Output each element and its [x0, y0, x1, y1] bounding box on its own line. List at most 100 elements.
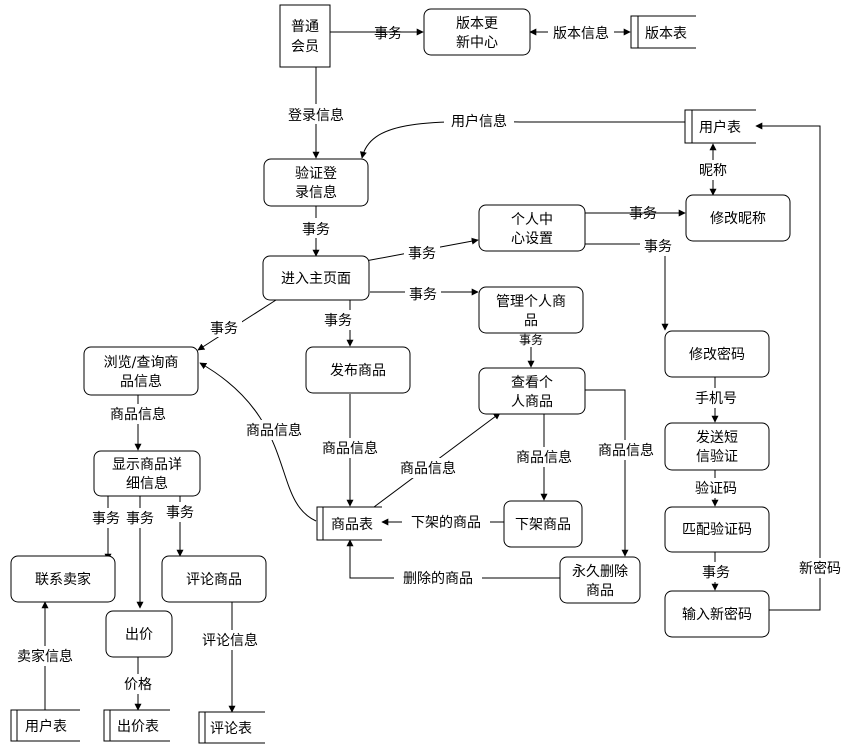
label-nickname: 昵称	[699, 163, 727, 179]
label-goods-info-back: 商品信息	[246, 422, 302, 439]
process-show-detail-line-2: 细信息	[126, 475, 168, 492]
process-view-goods[interactable]: 查看个 人商品	[478, 367, 586, 415]
label-phone: 手机号	[695, 391, 737, 407]
process-main-page-label: 进入主页面	[281, 271, 351, 287]
label-new-password: 新密码	[799, 560, 841, 577]
process-delete-forever[interactable]: 永久删除 商品	[559, 556, 641, 604]
store-goods-table: 商品表	[316, 506, 382, 541]
process-change-pwd[interactable]: 修改密码	[664, 330, 770, 378]
process-browse-goods-line-2: 品信息	[120, 373, 162, 390]
label-personal-to-pwd: 事务	[644, 239, 672, 255]
process-manage-goods[interactable]: 管理个人商 品	[478, 286, 584, 334]
process-publish-goods-label: 发布商品	[330, 363, 386, 379]
store-bid-table: 出价表	[103, 709, 170, 742]
entity-member: 普通 会员	[279, 4, 331, 68]
process-view-goods-line-1: 查看个	[511, 375, 553, 391]
label-member-to-version: 事务	[374, 26, 402, 42]
process-send-sms[interactable]: 发送短 信验证	[664, 422, 770, 471]
process-manage-goods-line-2: 品	[524, 313, 538, 329]
process-new-pwd[interactable]: 输入新密码	[664, 590, 770, 638]
process-comment-goods[interactable]: 评论商品	[161, 555, 267, 603]
process-comment-goods-label: 评论商品	[186, 572, 242, 588]
process-personal-center-line-2: 心设置	[511, 231, 553, 247]
process-personal-center-line-1: 个人中	[511, 212, 553, 228]
label-detail-tx-1: 事务	[92, 511, 120, 527]
process-publish-goods[interactable]: 发布商品	[305, 346, 411, 394]
flow-personal-pwd	[585, 243, 669, 331]
label-browse-goods-info: 商品信息	[110, 406, 166, 423]
process-manage-goods-line-1: 管理个人商	[496, 294, 566, 310]
flow-labels: 事务 版本信息 登录信息 用户信息 昵称 事务 事务 事务 事务 事务 事务 事…	[10, 22, 848, 694]
label-version-info: 版本信息	[553, 25, 609, 42]
flow-new-user	[755, 122, 821, 611]
label-login-info: 登录信息	[288, 107, 344, 124]
label-code: 验证码	[695, 481, 737, 497]
process-verify-login[interactable]: 验证登 录信息	[263, 158, 369, 207]
process-contact-seller-label: 联系卖家	[35, 571, 91, 588]
process-offshelf-label: 下架商品	[515, 517, 571, 533]
process-browse-goods[interactable]: 浏览/查询商 品信息	[83, 346, 199, 396]
label-personal-to-nickname: 事务	[629, 206, 657, 222]
process-change-pwd-label: 修改密码	[689, 346, 745, 363]
process-version-center-line-1: 版本更	[456, 16, 498, 32]
label-verify-to-main: 事务	[302, 222, 330, 238]
process-nickname-edit[interactable]: 修改昵称	[685, 194, 791, 242]
label-seller-info: 卖家信息	[17, 648, 73, 665]
label-detail-tx-2: 事务	[126, 511, 154, 527]
label-view-goods-info-up: 商品信息	[400, 460, 456, 477]
store-comment-table: 评论表	[198, 711, 265, 744]
process-browse-goods-line-1: 浏览/查询商	[104, 355, 179, 371]
flows	[41, 28, 821, 713]
process-delete-forever-line-1: 永久删除	[572, 564, 628, 580]
process-version-center[interactable]: 版本更 新中心	[423, 8, 531, 56]
label-manage-to-view: 事务	[519, 332, 543, 347]
process-view-goods-line-2: 人商品	[511, 394, 553, 410]
process-personal-center[interactable]: 个人中 心设置	[478, 204, 586, 252]
label-publish-goods-info: 商品信息	[322, 440, 378, 457]
store-version-table: 版本表	[630, 15, 696, 49]
store-user-table-bottom-label: 用户表	[25, 718, 67, 735]
label-deleted-goods: 删除的商品	[403, 571, 473, 587]
store-user-table-top-label: 用户表	[699, 119, 741, 136]
process-delete-forever-line-2: 商品	[586, 583, 614, 599]
process-match-code-label: 匹配验证码	[682, 522, 752, 538]
label-main-to-personal: 事务	[408, 246, 436, 262]
process-contact-seller[interactable]: 联系卖家	[10, 555, 116, 603]
label-main-to-browse: 事务	[210, 321, 238, 337]
entity-member-line-2: 会员	[291, 39, 319, 55]
process-main-page[interactable]: 进入主页面	[262, 255, 370, 301]
process-version-center-line-2: 新中心	[456, 35, 498, 51]
flow-user-verify	[359, 120, 685, 159]
entity-member-line-1: 普通	[291, 19, 319, 35]
process-send-sms-line-1: 发送短	[696, 430, 738, 446]
process-offshelf[interactable]: 下架商品	[503, 500, 583, 548]
store-comment-table-label: 评论表	[210, 721, 252, 737]
flow-view-delete	[585, 389, 629, 557]
process-match-code[interactable]: 匹配验证码	[664, 506, 770, 553]
label-view-goods-info-down: 商品信息	[516, 449, 572, 466]
label-main-to-publish: 事务	[324, 313, 352, 329]
label-view-goods-info-right: 商品信息	[598, 442, 654, 459]
store-version-table-label: 版本表	[645, 26, 687, 42]
store-goods-table-label: 商品表	[331, 517, 373, 533]
store-user-table-bottom: 用户表	[10, 709, 80, 742]
process-bid-label: 出价	[125, 627, 153, 643]
label-price: 价格	[124, 677, 152, 693]
flow-delete-goods	[346, 539, 560, 579]
process-verify-login-line-2: 录信息	[295, 184, 337, 201]
flow-goods-browse	[199, 362, 317, 522]
label-comment-info: 评论信息	[202, 632, 258, 649]
process-verify-login-line-1: 验证登	[295, 166, 337, 182]
label-main-to-manage: 事务	[409, 287, 437, 303]
label-offshelf-goods: 下架的商品	[411, 515, 481, 531]
store-bid-table-label: 出价表	[117, 719, 159, 735]
process-bid[interactable]: 出价	[105, 610, 173, 658]
process-send-sms-line-2: 信验证	[696, 449, 738, 465]
process-new-pwd-label: 输入新密码	[682, 606, 752, 623]
store-user-table-top: 用户表	[684, 109, 756, 144]
process-show-detail[interactable]: 显示商品详 细信息	[93, 450, 201, 497]
label-detail-tx-3: 事务	[166, 505, 194, 521]
label-match-to-new: 事务	[702, 565, 730, 581]
process-nickname-edit-label: 修改昵称	[710, 211, 766, 227]
label-user-info: 用户信息	[451, 113, 507, 130]
